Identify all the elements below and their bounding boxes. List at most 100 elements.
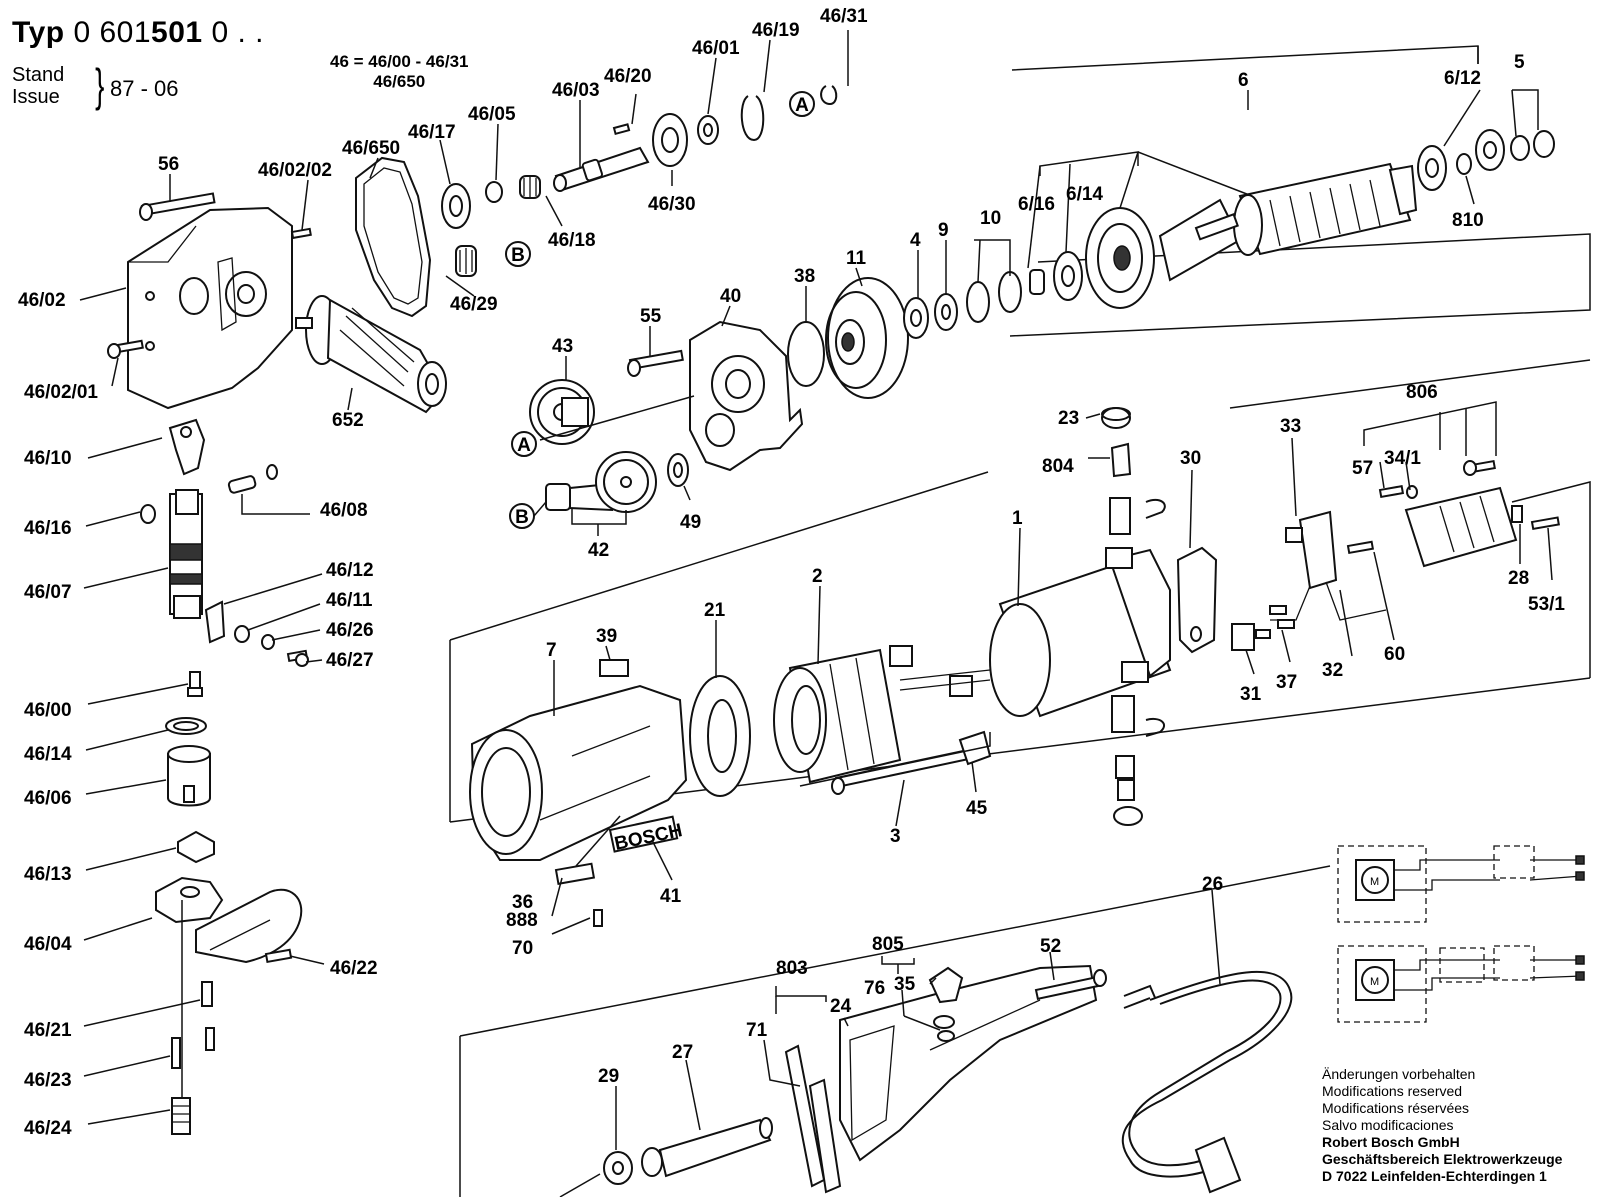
label-9: 9 — [938, 220, 949, 241]
formula-line-2: 46/650 — [373, 72, 426, 91]
marker-a-upper-text: A — [795, 95, 809, 116]
screw-46-00 — [187, 671, 203, 697]
label-33: 33 — [1280, 416, 1301, 437]
label-46-14: 46/14 — [24, 744, 72, 765]
washer-4 — [903, 297, 929, 339]
label-805: 805 — [872, 934, 904, 955]
label-57: 57 — [1352, 458, 1373, 479]
o-ring-38 — [787, 321, 825, 387]
label-24: 24 — [830, 996, 852, 1017]
label-46-11: 46/11 — [326, 590, 373, 611]
screw-46-02-01 — [107, 339, 144, 359]
gasket-71 — [784, 1044, 842, 1194]
label-35: 35 — [894, 974, 916, 995]
assembly-frame-lines — [449, 45, 1591, 1197]
label-71: 71 — [746, 1020, 768, 1041]
typ-prefix: Typ — [12, 16, 65, 49]
brush-holder-lower — [1111, 695, 1165, 826]
company-line-2: Geschäftsbereich Elektrowerkzeuge — [1322, 1151, 1563, 1167]
label-52: 52 — [1040, 936, 1061, 957]
marker-a-lower-text: A — [517, 435, 531, 456]
company-line-3: D 7022 Leinfelden-Echterdingen 1 — [1322, 1168, 1547, 1184]
strain-relief-27 — [641, 1117, 773, 1178]
gear-43 — [529, 379, 595, 445]
label-46-02: 46/02 — [18, 290, 66, 311]
label-46-24: 46/24 — [24, 1118, 72, 1139]
legal-notes: Änderungen vorbehalten Modifications res… — [1322, 1066, 1562, 1185]
label-37: 37 — [1276, 672, 1297, 693]
label-3: 3 — [890, 826, 901, 847]
switch-33 — [1270, 510, 1387, 621]
cap-23 — [1101, 407, 1131, 429]
seal-ring-21 — [689, 675, 751, 797]
cover-30 — [1176, 546, 1218, 654]
terminal-37 — [1269, 605, 1295, 629]
screw-60 — [1346, 540, 1375, 555]
label-46-08: 46/08 — [320, 500, 368, 521]
bearing-6-12 — [1417, 145, 1447, 191]
die-46-13 — [177, 830, 215, 864]
gear-42 — [545, 451, 657, 513]
label-11: 11 — [846, 248, 867, 269]
label-30: 30 — [1180, 448, 1201, 469]
brush-holder-804 — [1109, 442, 1166, 535]
marker-b-upper: B — [505, 241, 531, 267]
label-32: 32 — [1322, 660, 1343, 681]
stand-issue-labels: Stand Issue — [12, 64, 64, 108]
label-46-650: 46/650 — [342, 138, 400, 159]
label-43: 43 — [552, 336, 573, 357]
wiring-diagram-1: M — [1337, 845, 1585, 923]
screw-56 — [139, 192, 216, 221]
needle-bearing-46-18 — [519, 175, 541, 199]
label-21: 21 — [704, 600, 726, 621]
label-46-27: 46/27 — [326, 650, 374, 671]
label-46-30: 46/30 — [648, 194, 696, 215]
field-2 — [773, 645, 991, 784]
marker-a-upper: A — [789, 91, 815, 117]
plate-46-12 — [204, 600, 226, 644]
part-labels: 46/31 46/19 46/01 46/20 46/03 46/05 46/1… — [18, 6, 1565, 1139]
washer-9 — [934, 293, 958, 331]
marker-b-lower: B — [509, 503, 535, 529]
plate-36 — [554, 862, 596, 885]
label-41: 41 — [660, 886, 682, 907]
label-888: 888 — [506, 910, 538, 931]
label-46-04: 46/04 — [24, 934, 72, 955]
label-53-1: 53/1 — [1528, 594, 1565, 615]
label-46-22: 46/22 — [330, 958, 378, 979]
terminal-31 — [1231, 623, 1271, 651]
note-line-4: Salvo modificaciones — [1322, 1117, 1454, 1133]
label-46-26: 46/26 — [326, 620, 374, 641]
label-4: 4 — [910, 230, 921, 251]
handle-652 — [295, 295, 447, 414]
label-39: 39 — [596, 626, 617, 647]
note-line-3: Modifications réservées — [1322, 1100, 1470, 1116]
pin-46-08 — [227, 464, 278, 494]
brace-icon: } — [95, 59, 105, 111]
label-46-07: 46/07 — [24, 582, 72, 603]
needle-bearing-46-29 — [455, 245, 477, 277]
gasket-46-650 — [355, 156, 432, 318]
label-2: 2 — [812, 566, 823, 587]
type-number: Typ 0 601501 0 . . — [12, 16, 264, 50]
label-31: 31 — [1240, 684, 1262, 705]
leader-lines — [79, 30, 1553, 1197]
label-46-13: 46/13 — [24, 864, 72, 885]
plate-39 — [599, 659, 629, 677]
knife-holder-46-10 — [168, 418, 206, 476]
label-46-00: 46/00 — [24, 700, 72, 721]
screw-57 — [1378, 485, 1418, 499]
circlip-46-31 — [820, 85, 838, 106]
washer-810 — [1456, 153, 1472, 175]
label-76: 76 — [864, 978, 885, 999]
typ-number-a: 0 601 — [73, 16, 152, 49]
screw-53-1 — [1530, 516, 1560, 531]
label-42: 42 — [588, 540, 609, 561]
svg-text:M: M — [1370, 976, 1379, 988]
eccentric-shaft-46-03 — [553, 146, 650, 192]
label-38: 38 — [794, 266, 815, 287]
cap-29 — [603, 1151, 633, 1185]
label-46-02-01: 46/02/01 — [24, 382, 98, 403]
needle-sleeve-46-05 — [485, 181, 503, 203]
